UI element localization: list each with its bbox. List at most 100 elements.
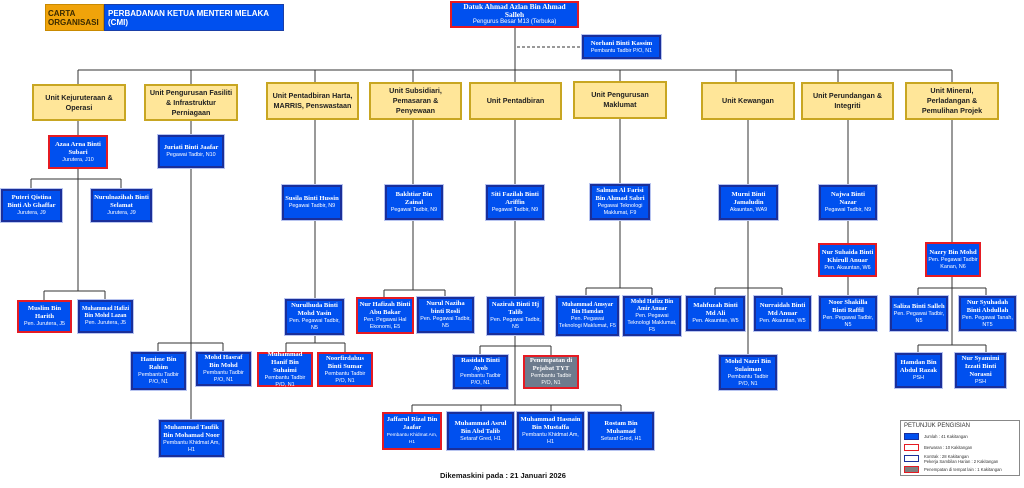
staff-position: Jurutera, J9: [107, 210, 136, 216]
staff-node-mahfuzah[interactable]: Mahfuzah Binti Md Ali Pen. Akauntan, W5: [686, 296, 745, 331]
staff-node-hanif[interactable]: Muhammad Hanif Bin Suhaimi Pembantu Tadb…: [257, 351, 313, 388]
staff-name: Salman Al Farisi Bin Ahmad Sabri: [595, 187, 645, 202]
staff-node-rasidah[interactable]: Rasidah Binti Ayob Pembantu Tadbir P/O, …: [453, 355, 508, 389]
staff-node-hafizz[interactable]: Mohd Hafizz Bin Amir Anuar Pen. Pegawai …: [623, 296, 681, 336]
staff-position: Pegawai Tadbir, N9: [824, 207, 872, 213]
unit-information-management[interactable]: Unit Pengurusan Maklumat: [573, 81, 667, 119]
unit-mineral-plantation[interactable]: Unit Mineral, Perladangan & Pemulihan Pr…: [905, 82, 999, 120]
unit-subsidiary-marketing[interactable]: Unit Subsidiari, Pemasaran & Penyewaan: [369, 82, 462, 120]
staff-node-taufik[interactable]: Muhammad Taufik Bin Mohamad Noor Pembant…: [159, 420, 224, 457]
staff-position: Pen. Akauntan, W6: [824, 264, 871, 271]
staff-node-jaffarul[interactable]: Jaffarul Rizal Bin Jaafar Pembantu Khidm…: [382, 412, 442, 450]
staff-node-rostam[interactable]: Rostam Bin Muhamad Setaraf Gred, H1: [588, 412, 654, 450]
legend-text: Jumlah : 41 Kakitangan: [924, 434, 968, 439]
staff-position: PSH: [912, 375, 925, 381]
staff-node-murni[interactable]: Murni Binti Jamaludin Akauntan, WA9: [719, 185, 778, 220]
staff-position: Pen. Jurutera, J5: [84, 320, 127, 326]
staff-name: Nurul Naziha binti Rosli: [426, 300, 465, 315]
staff-name: Mohd Hafizz Bin Amir Anuar: [630, 298, 674, 312]
staff-node-hasraf[interactable]: Mohd Hasraf Bin Mohd Pembantu Tadbir P/O…: [196, 352, 251, 386]
staff-node-fazilah[interactable]: Siti Fazilah Binti Ariffin Pegawai Tadbi…: [486, 185, 544, 220]
unit-engineering-operations[interactable]: Unit Kejuruteraan & Operasi: [32, 84, 126, 121]
staff-position: Pen. Pegawai Tadbir, N5: [289, 318, 340, 331]
staff-node-nazri[interactable]: Mohd Nazri Bin Sulaiman Pembantu Tadbir …: [719, 355, 777, 390]
staff-node-hamime[interactable]: Hamime Bin Rahim Pembantu Tadbir P/O, N1: [131, 352, 186, 390]
staff-position: Pembantu Khidmat Am, H1: [163, 439, 220, 453]
staff-node-shakilla[interactable]: Noor Shakilla Binti Raffil Pen. Pegawai …: [819, 296, 877, 331]
staff-node-puteri[interactable]: Puteri Qistina Binti Ab Ghaffar Jurutera…: [1, 189, 62, 222]
staff-position: Pen. Pegawai Tanah, NT5: [962, 314, 1013, 328]
unit-property-administration[interactable]: Unit Pentadbiran Harta, MARRIS, Penswast…: [266, 82, 359, 120]
staff-position: Pembantu Khidmat Am, H1: [522, 432, 579, 445]
staff-node-syuhadah[interactable]: Nur Syuhadah Binti Abdullah Pen. Pegawai…: [959, 296, 1016, 331]
staff-node-azaa[interactable]: Azaa Arna Binti Subari Jurutera, J10: [48, 135, 108, 169]
staff-name: Rasidah Binti Ayob: [461, 357, 500, 372]
staff-node-salman[interactable]: Salman Al Farisi Bin Ahmad Sabri Pegawai…: [590, 184, 650, 220]
staff-position: Pen. Pegawai Teknologi Maklumat, F5: [627, 312, 677, 333]
staff-position: Pembantu Tadbir P/O, N1: [460, 373, 501, 386]
staff-node-naziha[interactable]: Nurul Naziha binti Rosli Pen. Pegawai Ta…: [417, 297, 474, 333]
staff-node-hasnain[interactable]: Muhammad Hasnain Bin Mustaffa Pembantu K…: [517, 412, 584, 450]
staff-name: Nur Syamimi Izzati Binti Norasni: [961, 355, 1000, 378]
unit-administration[interactable]: Unit Pentadbiran: [469, 82, 562, 120]
staff-node-nazirah[interactable]: Nazirah Binti Hj Talib Pen. Pegawai Tadb…: [487, 297, 544, 335]
staff-node-bakhtiar[interactable]: Bakhtiar Bin Zainal Pegawai Tadbir, N9: [385, 185, 443, 220]
staff-name: Nur Hafizah Binti Abu Bakar: [359, 300, 411, 316]
staff-position: Pen. Pegawai Tadbir Kanan, N6: [928, 256, 978, 270]
staff-position: Pembantu Tadbir P/O, N1: [203, 370, 244, 383]
staff-node-hafizi[interactable]: Muhammad Hafizi Bin Mohd Lazan Pen. Juru…: [78, 300, 133, 333]
staff-position: PSH: [974, 379, 987, 385]
staff-name: Puteri Qistina Binti Ab Ghaffar: [7, 194, 56, 209]
staff-position: Pen. Pegawai Tadbir, N5: [893, 310, 945, 324]
staff-position: Pen. Pegawai Teknologi Maklumat, F5: [559, 316, 616, 329]
staff-name: Rostam Bin Muhamad: [604, 419, 638, 435]
staff-node-najwa[interactable]: Najwa Binti Nazar Pegawai Tadbir, N9: [819, 185, 877, 220]
staff-name: Nur Syuhadah Binti Abdullah: [966, 298, 1009, 314]
legend-swatch-red-outline: [904, 444, 919, 451]
staff-position: Pen. Akauntan, W5: [692, 318, 739, 324]
staff-node-saliza[interactable]: Saliza Binti Salleh Pen. Pegawai Tadbir,…: [890, 296, 948, 331]
staff-name: Hamdan Bin Abdul Razak: [899, 359, 938, 374]
unit-facilities-infrastructure[interactable]: Unit Pengurusan Fasiliti & Infrastruktur…: [144, 84, 238, 121]
staff-name: Muhammad Taufik Bin Mohamad Noor: [163, 423, 220, 439]
staff-node-nurraidah[interactable]: Nurraidah Binti Md Anuar Pen. Akauntan, …: [754, 296, 811, 331]
staff-node-suhaida[interactable]: Nur Suhaida Binti Khirull Anuar Pen. Aka…: [818, 243, 877, 277]
legend-item-permanent: Berwaran : 10 Kakitangan: [904, 443, 1016, 452]
legend-swatch-grey: [904, 466, 919, 473]
staff-name: Muhammad Hafizi Bin Mohd Lazan: [81, 306, 130, 319]
legend-swatch-blue: [904, 433, 919, 440]
staff-node-nurulnazihah[interactable]: Nurulnazihah Binti Selamat Jurutera, J9: [91, 189, 152, 222]
staff-name: Mohd Hasraf Bin Mohd: [204, 354, 243, 369]
organization-title: PERBADANAN KETUA MENTERI MELAKA (CMI): [104, 4, 284, 31]
staff-node-nurulhuda[interactable]: Nurulhuda Binti Mohd Yasin Pen. Pegawai …: [285, 299, 344, 335]
legend-item-total: Jumlah : 41 Kakitangan: [904, 432, 1016, 441]
staff-position: Pegawai Teknologi Maklumat, F9: [597, 203, 643, 216]
staff-node-asrul[interactable]: Muhammad Asrul Bin Abd Talib Setaraf Gre…: [447, 412, 514, 450]
staff-node-juriati[interactable]: Juriati Binti Jaafar Pegawai Tadbir, N10: [158, 135, 224, 168]
staff-node-noorfirdahus[interactable]: Noorfirdahus Binti Sumar Pembantu Tadbir…: [317, 352, 373, 387]
staff-node-nazry[interactable]: Nazry Bin Mohd Pen. Pegawai Tadbir Kanan…: [925, 242, 981, 277]
staff-node-tyt-placement[interactable]: Penempatan di Pejabat TYT Pembantu Tadbi…: [523, 355, 579, 389]
staff-name: Mohd Nazri Bin Sulaiman: [725, 357, 771, 373]
unit-finance[interactable]: Unit Kewangan: [701, 82, 795, 120]
staff-position: Setaraf Gred, H1: [600, 435, 642, 442]
staff-position: Pengurus Besar M13 (Terbuka): [472, 19, 557, 25]
staff-name: Muhammad Amsyar Bin Hamdan: [561, 302, 614, 315]
staff-node-susila[interactable]: Susila Binti Hussin Pegawai Tadbir, N9: [282, 185, 342, 220]
staff-position: Akauntan, WA9: [729, 207, 768, 213]
chart-title-label: CARTA ORGANISASI: [45, 4, 104, 31]
staff-name: Saliza Binti Salleh: [893, 302, 945, 310]
unit-legal-integrity[interactable]: Unit Perundangan & Integriti: [801, 82, 894, 120]
staff-position: Pembantu Khidmat Am, H1: [386, 433, 438, 445]
staff-node-syamimi[interactable]: Nur Syamimi Izzati Binti Norasni PSH: [955, 353, 1006, 388]
staff-position: Pen. Akauntan, W5: [759, 318, 806, 324]
staff-node-hamdan[interactable]: Hamdan Bin Abdul Razak PSH: [895, 353, 942, 388]
admin-assistant-node[interactable]: Norhani Binti Kassim Pembantu Tadbir P/O…: [582, 35, 661, 59]
staff-name: Muhammad Hasnain Bin Mustaffa: [520, 416, 581, 431]
staff-node-hafizah[interactable]: Nur Hafizah Binti Abu Bakar Pen. Pegawai…: [356, 297, 414, 334]
general-manager-node[interactable]: Datuk Ahmad Azlan Bin Ahmad Salleh Pengu…: [450, 1, 579, 28]
staff-node-muslim[interactable]: Muslim Bin Harith Pen. Jurutera, J5: [17, 300, 72, 333]
staff-node-amsyar[interactable]: Muhammad Amsyar Bin Hamdan Pen. Pegawai …: [556, 296, 619, 336]
